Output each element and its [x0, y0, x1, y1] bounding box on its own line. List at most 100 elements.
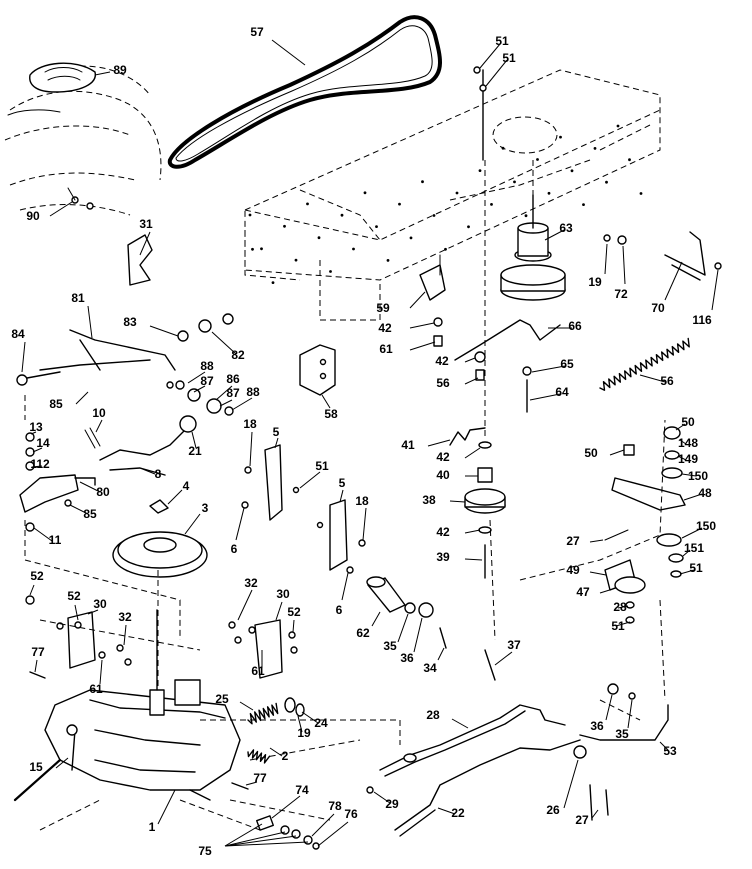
- leader-line-59: [409, 291, 426, 309]
- leader-line-51: [299, 471, 321, 489]
- callout-40: 40: [436, 468, 450, 482]
- rod-53: [573, 683, 669, 821]
- callout-26: 26: [546, 803, 560, 817]
- frame-hole: [260, 247, 263, 251]
- callout-61: 61: [379, 342, 393, 356]
- leader-line-151: [682, 549, 691, 557]
- leader-line-52: [29, 584, 35, 596]
- leader-line-10: [95, 419, 103, 433]
- frame-hole: [616, 124, 620, 128]
- leader-line-84: [21, 341, 26, 373]
- leader-line-62: [371, 611, 381, 627]
- frame-hole: [524, 214, 528, 218]
- leader-line-36: [413, 617, 423, 653]
- leader-line-56: [639, 374, 666, 383]
- leader-line-24: [301, 711, 319, 724]
- bushing-24: [284, 697, 305, 717]
- leader-line-15: [55, 757, 69, 769]
- callout-24: 24: [314, 716, 328, 730]
- shift-rod-8: [99, 415, 197, 476]
- frame-hole: [559, 135, 562, 139]
- leader-line-58: [321, 394, 331, 409]
- leader-line-13: [30, 431, 37, 435]
- bracket-48-stack: [604, 426, 686, 578]
- leader-line-150: [681, 527, 703, 539]
- callout-47: 47: [576, 585, 590, 599]
- callout-31: 31: [139, 217, 153, 231]
- callout-83: 83: [123, 315, 137, 329]
- frame-hole: [248, 213, 252, 217]
- leader-line-81: [87, 305, 93, 339]
- leader-line-6: [235, 507, 245, 541]
- leader-line-48: [683, 493, 703, 501]
- callout-86: 86: [226, 372, 240, 386]
- leader-line-22: [437, 807, 456, 815]
- callout-25: 25: [215, 692, 229, 706]
- leader-line-21: [191, 431, 197, 449]
- callout-5: 5: [273, 425, 280, 439]
- frame-hole: [455, 191, 459, 195]
- leader-line-19: [297, 715, 303, 733]
- callout-63: 63: [559, 221, 573, 235]
- leader-line-32: [237, 589, 253, 621]
- callout-51: 51: [689, 561, 703, 575]
- callout-53: 53: [663, 744, 677, 758]
- leader-line-32: [123, 624, 127, 646]
- leader-line-51: [485, 59, 508, 87]
- frame-hole: [294, 258, 298, 262]
- frame-hole: [605, 180, 608, 184]
- callout-37: 37: [507, 638, 521, 652]
- pulley-3: [112, 499, 208, 578]
- callout-150: 150: [688, 469, 708, 483]
- shaft-51: [473, 66, 487, 161]
- washer-19-72: [603, 234, 627, 245]
- leader-line-51: [679, 569, 695, 575]
- callout-32: 32: [244, 576, 258, 590]
- callout-90: 90: [26, 209, 40, 223]
- callout-8: 8: [155, 467, 162, 481]
- callout-85: 85: [83, 507, 97, 521]
- frame-hole: [352, 247, 355, 251]
- frame-hole: [490, 203, 493, 206]
- seat-knob-89: [29, 62, 96, 93]
- seat-outline: [4, 65, 162, 216]
- leader-line-36: [605, 694, 613, 721]
- callout-27: 27: [566, 534, 580, 548]
- frame-hole: [628, 158, 631, 162]
- leader-line-14: [32, 447, 43, 453]
- frame-hole: [478, 169, 482, 173]
- leader-line-37: [494, 651, 513, 666]
- leader-line-50: [609, 449, 625, 456]
- idler-pulley-63: [500, 194, 566, 301]
- leader-line-28: [451, 718, 469, 729]
- frame-hole: [398, 202, 401, 206]
- idler-assembly-38: [449, 427, 506, 579]
- callout-19: 19: [588, 275, 602, 289]
- leader-line-26: [563, 759, 579, 809]
- spring-coil: [247, 749, 271, 764]
- frame-hole: [513, 180, 516, 184]
- callout-51: 51: [495, 34, 509, 48]
- leader-line-30: [87, 609, 99, 615]
- frame-hole: [639, 192, 643, 195]
- frame-hole: [501, 146, 505, 150]
- callout-65: 65: [560, 357, 574, 371]
- leader-line-3: [184, 513, 201, 535]
- leader-line-42: [464, 529, 481, 534]
- leader-line-53: [659, 741, 669, 751]
- frame-hole: [582, 203, 585, 207]
- spring-coil: [247, 702, 279, 725]
- leader-line-150: [681, 473, 697, 477]
- callout-52: 52: [287, 605, 301, 619]
- callout-61: 61: [89, 682, 103, 696]
- tractor-frame: [244, 69, 661, 321]
- leader-line-19: [604, 243, 608, 275]
- callout-59: 59: [376, 301, 390, 315]
- callout-2: 2: [282, 749, 289, 763]
- spring-2: [247, 749, 271, 764]
- leader-line-1: [157, 789, 176, 825]
- callout-82: 82: [231, 348, 245, 362]
- spring-right: [599, 337, 690, 391]
- callout-42: 42: [378, 321, 392, 335]
